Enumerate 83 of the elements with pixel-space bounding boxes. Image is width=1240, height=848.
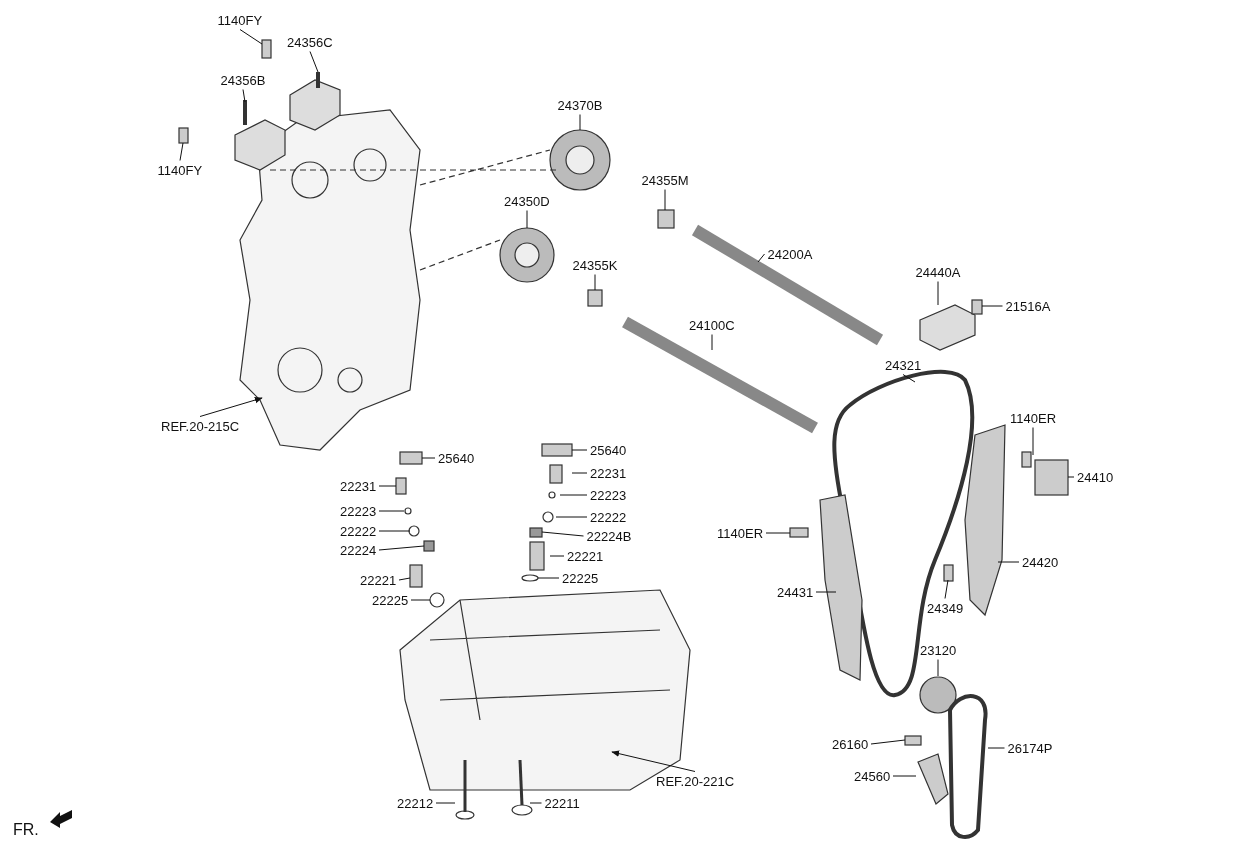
part-number-label: 22222 [339,523,378,539]
leader-line [435,802,456,804]
leader-line [765,532,791,534]
leader-line [378,545,425,551]
leader-line [541,531,584,537]
leader-line [1067,476,1075,478]
leader-line [571,449,588,451]
leader-line [944,579,949,599]
leader-line [987,747,1005,749]
leader-line [378,510,405,512]
part-number-label: REF.20-215C [160,418,241,434]
part-number-label: 24321 [884,357,923,373]
part-number-label: 22221 [566,548,605,564]
part-number-label: 24410 [1076,469,1115,485]
part-number-label: 24431 [776,584,815,600]
leader-line [571,472,588,474]
part-number-label: 22225 [561,570,600,586]
leader-line [398,577,411,581]
part-number-label: 22231 [589,465,628,481]
leader-line [997,561,1020,563]
part-number-label: 23120 [919,642,958,658]
part-number-label: 1140ER [1009,410,1057,426]
leader-line [815,591,837,593]
part-number-label: 1140FY [156,162,204,178]
part-number-label: 24356B [219,72,267,88]
part-number-label: 22224B [585,528,633,544]
part-number-label: 25640 [437,450,476,466]
part-number-label: 24355K [571,257,619,273]
leader-line [579,114,581,131]
part-number-label: REF.20-221C [655,773,736,789]
leader-line [549,555,565,557]
part-number-label: 26160 [831,736,870,752]
part-number-label: 22222 [589,509,628,525]
part-number-label: 24349 [926,600,965,616]
leader-line [902,374,916,383]
leader-line [870,739,906,745]
leader-line [410,599,431,601]
part-number-label: 24355M [640,172,690,188]
leader-line [378,530,411,532]
leader-line [892,775,917,777]
leader-line [594,274,596,291]
part-number-label: 22225 [371,592,410,608]
leader-line [179,142,184,161]
part-number-label: 24200A [766,246,814,262]
part-number-label: 22224 [339,542,378,558]
part-number-label: 24440A [914,264,962,280]
reference-arrow [199,397,263,417]
leader-line [664,189,666,211]
leader-line [711,334,713,351]
leader-line [421,457,436,459]
part-number-label: 24420 [1021,554,1060,570]
front-direction-label: FR. [12,822,40,837]
leader-line [757,253,765,263]
part-number-label: 22221 [359,572,398,588]
part-number-label: 22231 [339,478,378,494]
part-number-label: 25640 [589,442,628,458]
part-number-label: 22212 [396,795,435,811]
part-number-label: 24100C [688,317,736,333]
part-number-label: 22223 [589,487,628,503]
part-number-label: 24356C [286,34,334,50]
leader-line [242,89,246,103]
part-number-label: 1140FY [216,12,264,28]
leader-line [981,305,1003,307]
part-number-label: 22211 [543,795,581,811]
leader-line [555,516,588,518]
leader-line [239,29,263,45]
part-number-label: 24560 [853,768,892,784]
part-number-label: 24370B [556,97,604,113]
leader-line [537,577,560,579]
part-number-label: 24350D [503,193,551,209]
part-number-label: 22223 [339,503,378,519]
part-number-label: 1140ER [716,525,764,541]
leader-line [937,281,939,306]
leader-line [526,210,528,229]
part-number-label: 21516A [1004,298,1052,314]
leader-line [559,494,588,496]
part-number-label: 26174P [1006,740,1054,756]
leader-line [529,802,542,804]
reference-arrow [611,750,696,772]
leader-line [937,659,939,677]
leader-line [309,51,319,73]
leader-line [1032,427,1034,456]
leader-line [378,485,397,487]
